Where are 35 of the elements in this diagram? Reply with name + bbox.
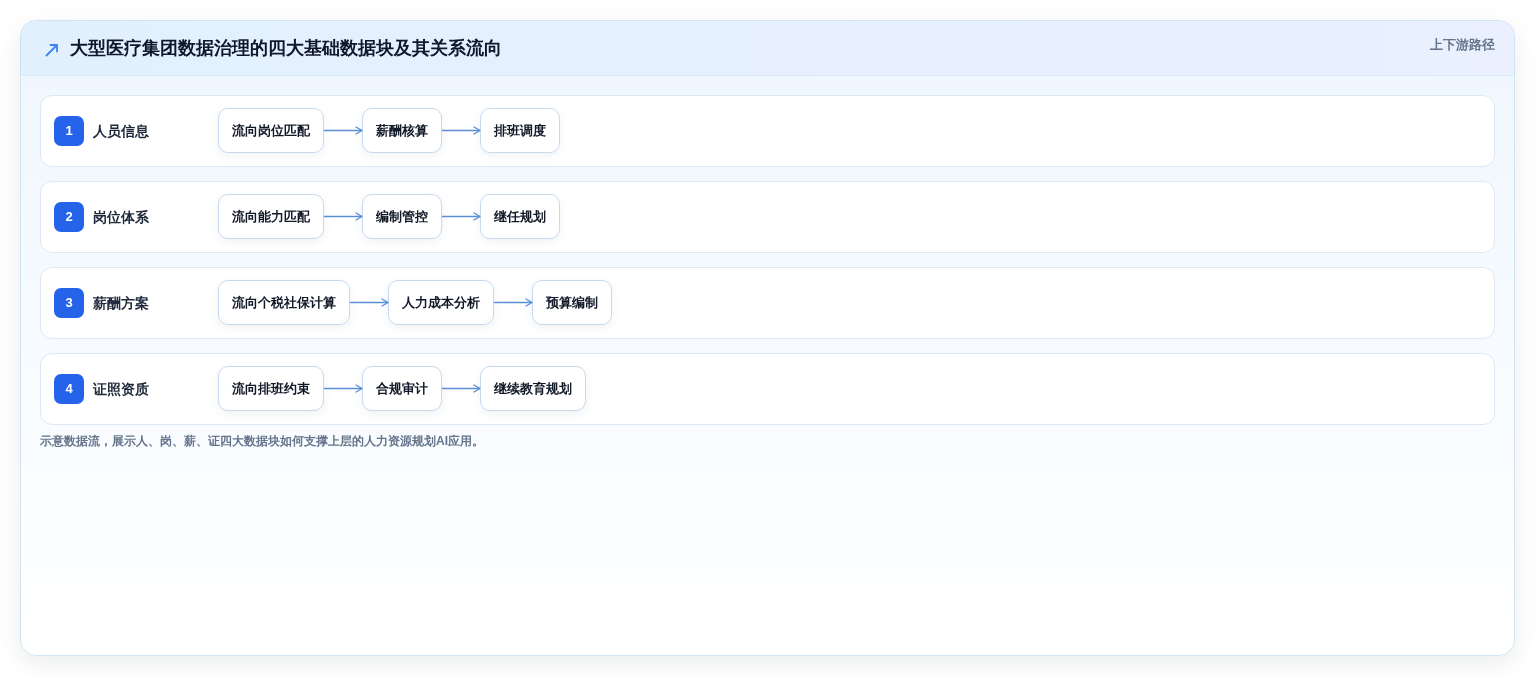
data-block-row: [40, 181, 1495, 253]
header-note: 上下游路径: [1430, 37, 1495, 53]
flow-step: 预算编制: [532, 280, 612, 325]
flow-arrow: [349, 298, 389, 307]
flow-step: 编制管控: [362, 194, 442, 239]
data-block-row: [40, 267, 1495, 339]
flow-step: 合规审计: [362, 366, 442, 411]
flow-arrow: [441, 126, 481, 135]
flow-step: 薪酬核算: [362, 108, 442, 153]
flow-arrow: [323, 384, 363, 393]
flow-arrow: [323, 212, 363, 221]
row-label: 岗位体系: [93, 208, 149, 226]
flow-step: 排班调度: [480, 108, 560, 153]
flow-arrow: [323, 126, 363, 135]
flow-arrow: [441, 212, 481, 221]
flow-step: 流向排班约束: [218, 366, 324, 411]
flow-step: 继续教育规划: [480, 366, 586, 411]
row-label: 证照资质: [93, 380, 149, 398]
step-number: 2: [54, 202, 84, 232]
row-label: 薪酬方案: [93, 294, 149, 312]
flow-step: 人力成本分析: [388, 280, 494, 325]
data-block-row: [40, 95, 1495, 167]
flow-step: 流向能力匹配: [218, 194, 324, 239]
step-number: 3: [54, 288, 84, 318]
flow-step: 继任规划: [480, 194, 560, 239]
flow-step: 流向个税社保计算: [218, 280, 350, 325]
flow-arrow: [441, 384, 481, 393]
flow-arrow: [493, 298, 533, 307]
data-block-row: [40, 353, 1495, 425]
step-number: 4: [54, 374, 84, 404]
flow-step: 流向岗位匹配: [218, 108, 324, 153]
row-label: 人员信息: [93, 122, 149, 140]
step-number: 1: [54, 116, 84, 146]
caption-text: 示意数据流，展示人、岗、薪、证四大数据块如何支撑上层的人力资源规划AI应用。: [40, 433, 484, 449]
diagram-title: 大型医疗集团数据治理的四大基础数据块及其关系流向: [70, 37, 502, 59]
